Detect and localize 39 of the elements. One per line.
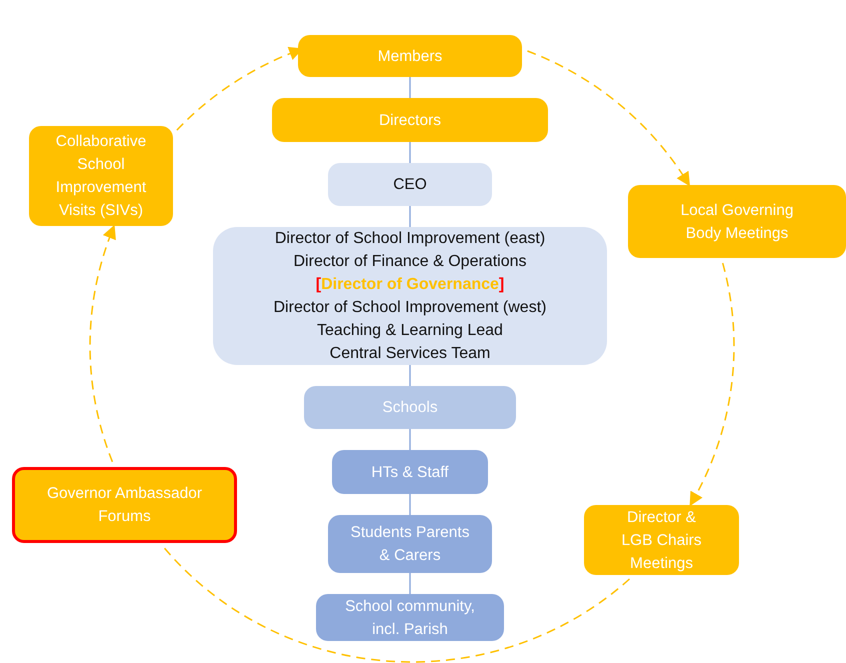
connector-line [409, 77, 411, 98]
box-label: Local Governing Body Meetings [680, 200, 794, 244]
role-text: [Director of Governance] [316, 275, 504, 295]
highlighted-box [12, 467, 237, 543]
rounded-box [304, 386, 516, 429]
rounded-box [272, 98, 548, 142]
connector-line [409, 494, 411, 515]
cycle-arrow [90, 224, 116, 462]
rounded-box [328, 163, 492, 206]
box-label: CEO [393, 175, 427, 195]
connector-line [409, 365, 411, 386]
rounded-box [213, 227, 607, 365]
connector-line [409, 573, 411, 594]
box-label: Members [378, 46, 442, 66]
box-label: Collaborative School Improvement Visits (SIVs) [54, 132, 148, 221]
rounded-box [316, 594, 504, 641]
role-text: Central Services Team [330, 344, 490, 364]
role-text: Teaching & Learning Lead [317, 321, 503, 341]
rounded-box [298, 35, 522, 77]
box-label: Directors [378, 110, 441, 130]
rounded-box [328, 515, 492, 573]
cycle-arrow [690, 262, 735, 506]
rounded-box [584, 505, 739, 575]
box-label: Students Parents & Carers [350, 523, 470, 566]
rounded-box [29, 126, 173, 226]
role-text: Director of School Improvement (east) [274, 229, 546, 249]
role-text: Director of Finance & Operations [294, 252, 526, 272]
box-label: Director & LGB Chairs Meetings [620, 508, 703, 574]
box-label: HTs & Staff [371, 462, 449, 482]
box-label: Schools [382, 398, 438, 418]
box-label: School community, incl. Parish [344, 596, 476, 640]
cycle-arrow [527, 50, 690, 186]
connector-line [409, 429, 411, 450]
rounded-box [628, 185, 846, 258]
rounded-box [332, 450, 488, 494]
connector-line [409, 142, 411, 163]
box-label: Governor Ambassador Forums [46, 484, 204, 527]
role-text: Director of School Improvement (west) [274, 298, 546, 318]
connector-line [409, 206, 411, 227]
